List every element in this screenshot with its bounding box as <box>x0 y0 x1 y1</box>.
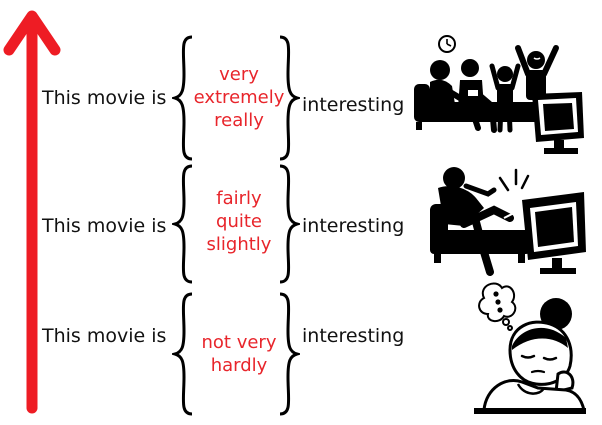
adverb-fairly: fairly <box>216 188 262 209</box>
excited-family-watching-tv-icon <box>414 35 584 154</box>
row-3-adjective: interesting <box>302 325 405 347</box>
adverb-quite: quite <box>216 211 262 232</box>
adverb-very: very <box>219 64 259 85</box>
adverb-not-very: not very <box>201 332 277 353</box>
row-3-adverbs: not very hardly <box>184 331 294 377</box>
row-3-left-brace <box>172 292 193 416</box>
relaxed-person-on-couch-icon <box>430 167 586 276</box>
row-1-adverbs: very extremely really <box>184 63 294 132</box>
row-3-subject: This movie is <box>42 325 167 347</box>
adverb-extremely: extremely <box>193 87 285 108</box>
row-1-left-brace <box>172 35 193 161</box>
adverb-slightly: slightly <box>206 234 272 255</box>
bored-girl-icon <box>474 282 586 414</box>
row-2-adverbs: fairly quite slightly <box>184 187 294 256</box>
row-2-subject: This movie is <box>42 215 167 237</box>
row-1-right-brace <box>279 35 300 161</box>
adverb-hardly: hardly <box>210 355 268 376</box>
row-2-adjective: interesting <box>302 215 405 237</box>
row-3-right-brace <box>279 292 300 416</box>
row-2-right-brace <box>279 164 300 284</box>
row-1-subject: This movie is <box>42 87 167 109</box>
row-2-left-brace <box>172 164 193 284</box>
adverb-really: really <box>214 110 264 131</box>
intensity-arrow <box>3 10 61 414</box>
row-1-adjective: interesting <box>302 94 405 116</box>
